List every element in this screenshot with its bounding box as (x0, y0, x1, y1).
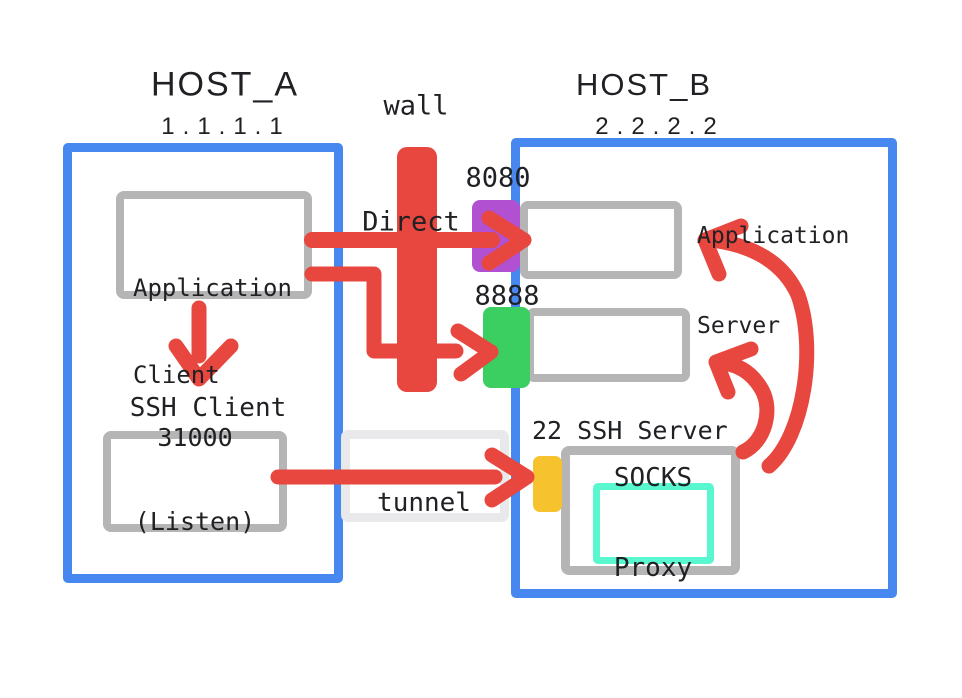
host-a-title: HOST_A (150, 65, 300, 104)
socks-proxy-box (593, 483, 714, 564)
port-22-chip (533, 456, 562, 512)
port-8888-label: 8888 (474, 280, 540, 312)
host-a-ip: 1.1.1.1 (161, 113, 291, 141)
app-server-box-8080 (520, 201, 682, 279)
app-server-line1: Application (697, 223, 850, 249)
host-a-box (63, 143, 343, 583)
port-8080-chip (472, 200, 520, 272)
port-8888-chip (483, 307, 530, 388)
socks-proxy-label: SOCKS Proxy (614, 403, 692, 643)
app-server-box-8888 (526, 308, 690, 382)
tunnel-label: tunnel (377, 488, 471, 518)
app-server-label: Application Server (697, 161, 849, 401)
wall-label: wall (383, 90, 449, 122)
listen-line2: (Listen) (134, 507, 256, 536)
app-client-line1: Application (133, 274, 292, 302)
app-client-box (116, 191, 312, 299)
host-b-ip: 2.2.2.2 (595, 113, 725, 141)
listen-line1: 31000 (157, 423, 233, 452)
port-8080-label: 8080 (465, 162, 531, 194)
firewall-wall-shape (397, 147, 437, 392)
direct-label: Direct (362, 206, 460, 238)
host-b-title: HOST_B (575, 67, 713, 103)
socks-line1: SOCKS (613, 463, 693, 493)
app-server-line2: Server (697, 313, 781, 339)
socks-line2: Proxy (613, 553, 693, 583)
listen-box-label: 31000 (Listen) (135, 368, 255, 592)
ssh-client-label: SSH Client (129, 393, 287, 423)
